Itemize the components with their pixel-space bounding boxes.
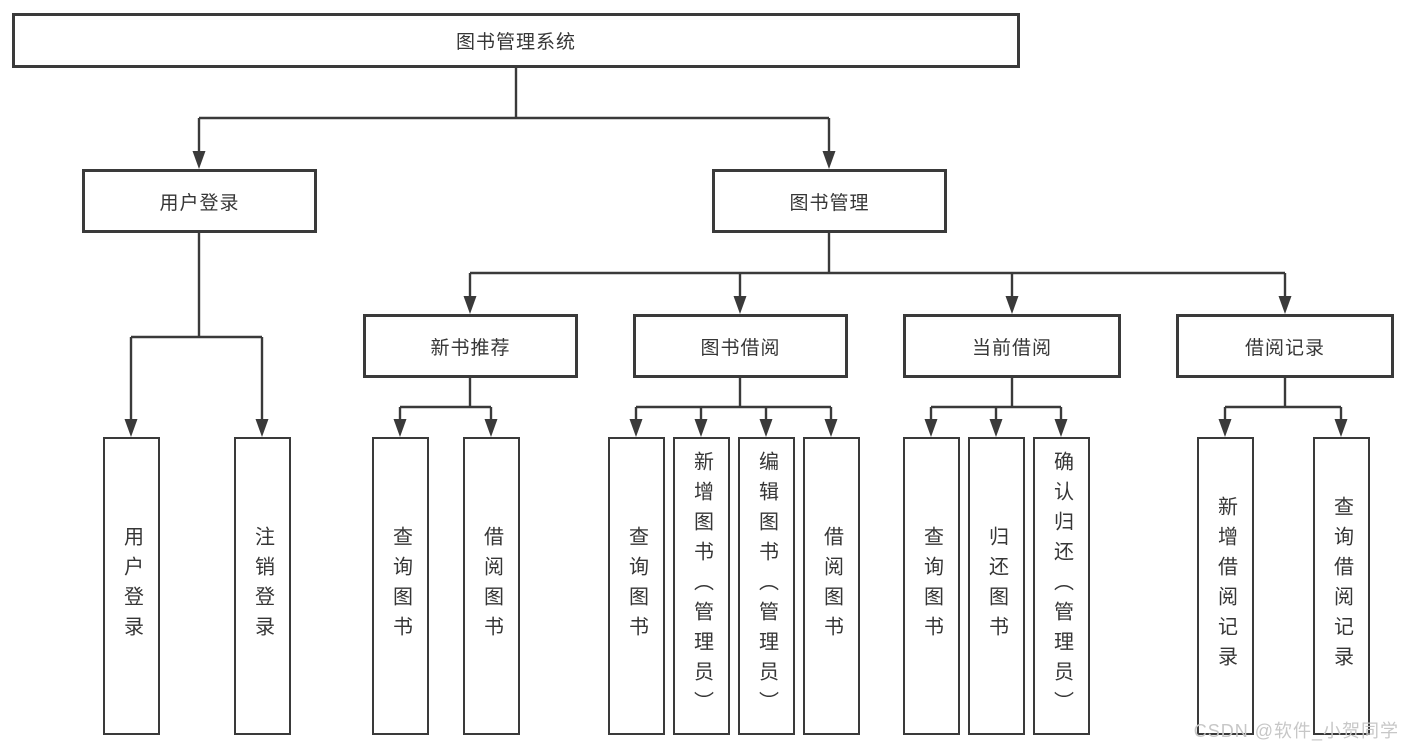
node-label: 确认归还（管理员）	[1050, 451, 1073, 721]
node-label: 新书推荐	[430, 337, 511, 359]
csdn-watermark: CSDN @软件_小贺同学	[1193, 721, 1399, 741]
node-label: 归还图书	[985, 526, 1008, 646]
leaf-return-book: 归还图书	[968, 437, 1025, 735]
leaf-user-login: 用户登录	[103, 437, 160, 735]
node-library-management-system: 图书管理系统	[12, 13, 1020, 68]
node-label: 图书管理系统	[455, 32, 576, 53]
node-label: 查询图书	[389, 526, 412, 646]
leaf-query-borrow-record: 查询借阅记录	[1313, 437, 1370, 735]
node-borrow-records: 借阅记录	[1176, 314, 1394, 378]
node-book-borrowing: 图书借阅	[633, 314, 848, 378]
leaf-borrow-book-recommend: 借阅图书	[463, 437, 520, 735]
node-label: 图书管理	[789, 192, 870, 214]
node-label: 查询图书	[920, 526, 943, 646]
node-label: 图书借阅	[700, 337, 781, 359]
leaf-add-borrow-record: 新增借阅记录	[1197, 437, 1254, 735]
leaf-logout: 注销登录	[234, 437, 291, 735]
node-label: 新增图书（管理员）	[690, 451, 713, 721]
node-current-borrowing: 当前借阅	[903, 314, 1121, 378]
leaf-edit-book-admin: 编辑图书（管理员）	[738, 437, 795, 735]
leaf-query-book-recommend: 查询图书	[372, 437, 429, 735]
leaf-query-book-current: 查询图书	[903, 437, 960, 735]
node-label: 查询图书	[625, 526, 648, 646]
node-book-management: 图书管理	[712, 169, 947, 233]
node-label: 用户登录	[159, 192, 240, 214]
node-user-login: 用户登录	[82, 169, 317, 233]
node-label: 查询借阅记录	[1330, 496, 1353, 676]
leaf-borrow-book: 借阅图书	[803, 437, 860, 735]
leaf-query-book-borrowing: 查询图书	[608, 437, 665, 735]
node-label: 注销登录	[251, 526, 274, 646]
leaf-add-book-admin: 新增图书（管理员）	[673, 437, 730, 735]
node-new-book-recommend: 新书推荐	[363, 314, 578, 378]
node-label: 借阅图书	[820, 526, 843, 646]
node-label: 新增借阅记录	[1214, 496, 1237, 676]
node-label: 当前借阅	[971, 337, 1052, 359]
leaf-confirm-return-admin: 确认归还（管理员）	[1033, 437, 1090, 735]
node-label: 借阅图书	[480, 526, 503, 646]
node-label: 借阅记录	[1244, 337, 1325, 359]
node-label: 用户登录	[120, 526, 143, 646]
node-label: 编辑图书（管理员）	[755, 451, 778, 721]
